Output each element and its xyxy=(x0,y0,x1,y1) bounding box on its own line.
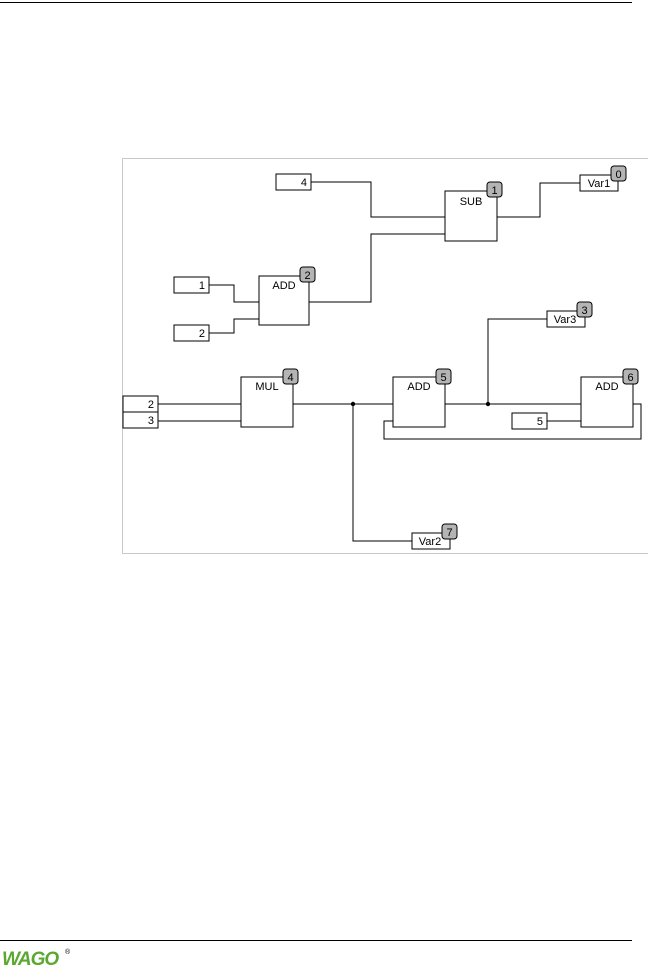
badge-sub xyxy=(486,181,503,198)
input-box-4 xyxy=(275,173,312,191)
output-box-var2 xyxy=(411,532,451,550)
block-add6 xyxy=(580,376,634,428)
fbd-diagram-frame xyxy=(122,158,648,554)
badge-add5 xyxy=(435,368,452,385)
wago-registered-mark: ® xyxy=(65,948,71,956)
junction-dot-add5 xyxy=(485,401,491,407)
footer-rule xyxy=(0,940,632,941)
badge-var3 xyxy=(576,301,593,318)
wago-logo: WAGO ® xyxy=(2,948,71,968)
wire-sub-to-var1 xyxy=(497,182,580,218)
badge-mul xyxy=(282,368,299,385)
badge-add6 xyxy=(622,368,639,385)
badge-number-add6: 6 xyxy=(627,372,633,384)
wire-add5-to-var3 xyxy=(487,318,547,404)
block-label-add6: ADD xyxy=(595,381,618,393)
badge-number-mul: 4 xyxy=(287,372,293,384)
badge-number-var1: 0 xyxy=(615,169,621,181)
badge-number-var2: 7 xyxy=(446,527,452,539)
output-box-var1 xyxy=(579,174,619,192)
input-box-1 xyxy=(173,276,210,294)
wire-1-to-add2 xyxy=(209,284,259,303)
block-add2 xyxy=(258,275,310,326)
block-label-add2: ADD xyxy=(272,280,295,292)
input-value-1: 1 xyxy=(199,280,205,292)
block-label-add5: ADD xyxy=(407,381,430,393)
wire-mul-to-var2 xyxy=(352,404,412,542)
header-rule xyxy=(0,2,632,3)
output-box-var3 xyxy=(546,310,586,328)
block-label-sub: SUB xyxy=(460,196,483,208)
block-label-mul: MUL xyxy=(255,381,278,393)
badge-number-var3: 3 xyxy=(581,305,587,317)
badge-add2 xyxy=(299,266,316,283)
wire-4-to-sub xyxy=(311,181,445,218)
output-label-var1: Var1 xyxy=(588,178,610,190)
input-box-3 xyxy=(122,411,159,429)
junction-dot-mul xyxy=(350,401,356,407)
wire-feedback-add6-to-add5 xyxy=(383,403,642,440)
badge-number-add5: 5 xyxy=(440,372,446,384)
badge-var1 xyxy=(610,165,627,182)
input-box-2a xyxy=(173,324,210,342)
output-label-var2: Var2 xyxy=(419,536,441,548)
wire-add2-to-sub xyxy=(309,233,445,303)
block-mul xyxy=(240,376,294,428)
badge-number-add2: 2 xyxy=(304,270,310,282)
input-value-5: 5 xyxy=(537,416,543,428)
input-value-2b: 2 xyxy=(148,399,154,411)
wago-logo-text: WAGO xyxy=(2,949,59,968)
block-sub xyxy=(444,190,498,242)
badge-number-sub: 1 xyxy=(491,185,497,197)
input-value-4: 4 xyxy=(301,177,307,189)
block-add5 xyxy=(392,376,446,428)
input-box-5 xyxy=(511,412,548,430)
input-value-2a: 2 xyxy=(199,328,205,340)
input-value-3: 3 xyxy=(148,415,154,427)
badge-var2 xyxy=(441,523,458,540)
wire-2-to-add2 xyxy=(209,318,259,334)
output-label-var3: Var3 xyxy=(554,314,576,326)
